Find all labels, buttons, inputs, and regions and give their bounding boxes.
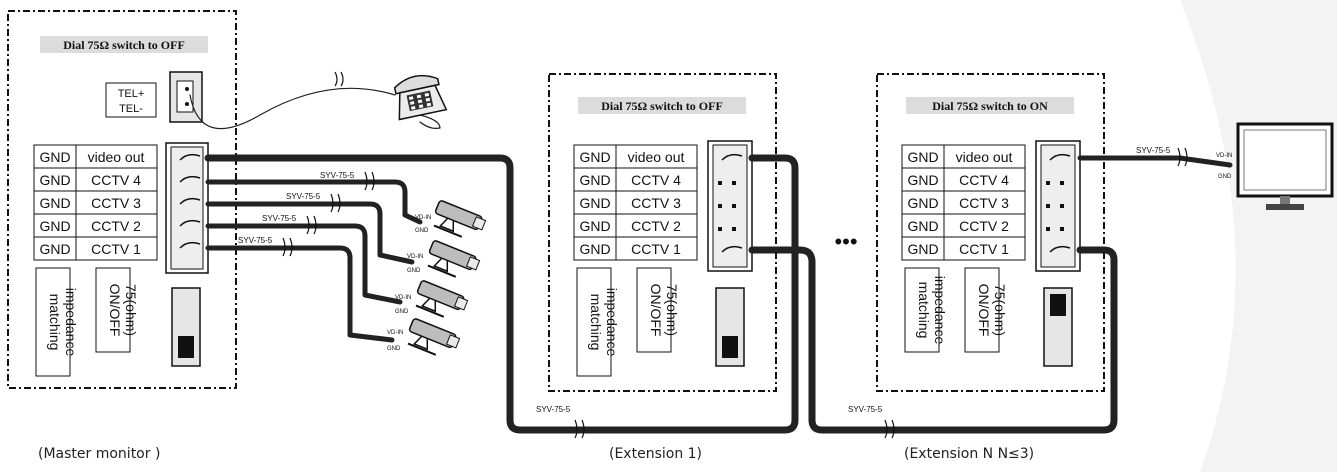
svg-text:VD-IN: VD-IN (395, 295, 411, 301)
port-cctv3-label: CCTV 3 (91, 195, 141, 211)
port-gnd-label: GND (39, 218, 70, 234)
port-cctv3-label: CCTV 3 (631, 195, 681, 211)
impedance-matching-label: impedancematching (47, 288, 79, 357)
port-gnd-label: GND (907, 195, 938, 211)
cables (189, 87, 1233, 434)
extension-1-caption: (Extension 1) (609, 446, 703, 462)
cable-ext1-to-extn (748, 246, 1118, 434)
cable-cctv4 (205, 179, 423, 225)
cable-label: SYV-75-5 (238, 236, 273, 245)
svg-text:VD-IN: VD-IN (407, 254, 423, 260)
port-cctv4-label: CCTV 4 (959, 172, 1009, 188)
cable-master-to-ext1 (204, 154, 799, 434)
telephone-wire (189, 87, 396, 130)
cable-label: SYV-75-5 (262, 214, 297, 223)
port-gnd-label: GND (907, 241, 938, 257)
port-cctv3-label: CCTV 3 (959, 195, 1009, 211)
port-cctv4-label: CCTV 4 (91, 172, 141, 188)
port-cctv1-label: CCTV 1 (959, 241, 1009, 257)
ellipsis-dots: ••• (834, 229, 857, 254)
ext1-switch-knob-off (722, 336, 738, 358)
cable-break-marks (282, 71, 1188, 439)
master-switch-note: Dial 75Ω switch to OFF (63, 38, 185, 52)
port-video-out-label: video out (628, 149, 685, 165)
cable-extn-to-tv (1077, 155, 1233, 168)
svg-text:GND: GND (415, 228, 429, 234)
ext1-port-table: GND video out GND CCTV 4 GND CCTV 3 GND … (573, 144, 698, 261)
svg-text:GND: GND (387, 346, 401, 352)
master-outline (7, 10, 237, 389)
camera-icon (429, 199, 488, 244)
camera-icon (423, 239, 482, 284)
camera-pin-labels: VD-IN GND VD-IN GND VD-IN GND VD-IN GND VD-I… (387, 153, 1232, 352)
tv-monitor-icon (1236, 122, 1334, 210)
extension-1: Dial 75Ω switch to OFF GND video out GND… (548, 73, 777, 392)
port-cctv2-label: CCTV 2 (631, 218, 681, 234)
svg-text:VD-IN: VD-IN (1216, 153, 1232, 159)
cable-label: SYV-75-5 (536, 405, 571, 414)
cable-label: SYV-75-5 (320, 171, 355, 180)
extn-switch-note: Dial 75Ω switch to ON (932, 99, 1048, 113)
svg-text:GND: GND (395, 309, 409, 315)
tel-plus-label: TEL+ (118, 88, 145, 100)
cable-cctv3 (205, 201, 415, 265)
port-gnd-label: GND (907, 149, 938, 165)
cable-cctv1 (205, 245, 395, 343)
extension-n: Dial 75Ω switch to ON GND video out GND … (876, 73, 1105, 392)
cable-label: SYV-75-5 (848, 405, 883, 414)
impedance-matching-label: impedancematching (588, 288, 620, 357)
telephone-icon (393, 74, 448, 121)
port-cctv1-label: CCTV 1 (631, 241, 681, 257)
switch-label: 75(ohm)ON/OFF (107, 284, 139, 337)
tel-label-box (105, 82, 157, 118)
port-gnd-label: GND (39, 149, 70, 165)
port-gnd-label: GND (39, 241, 70, 257)
tel-minus-label: TEL- (119, 103, 143, 115)
port-cctv1-label: CCTV 1 (91, 241, 141, 257)
port-gnd-label: GND (579, 172, 610, 188)
extension-n-caption: (Extension N N≤3) (904, 446, 1035, 462)
port-video-out-label: video out (956, 149, 1013, 165)
port-gnd-label: GND (907, 218, 938, 234)
camera-icon (403, 317, 462, 362)
port-gnd-label: GND (579, 241, 610, 257)
cable-label: SYV-75-5 (1136, 146, 1171, 155)
switch-label: 75(ohm)ON/OFF (976, 284, 1008, 337)
svg-text:VD-IN: VD-IN (415, 215, 431, 221)
svg-text:GND: GND (1218, 174, 1232, 180)
master-monitor: Dial 75Ω switch to OFF TEL+ TEL- GND vid… (7, 10, 237, 389)
extn-port-table: GND video out GND CCTV 4 GND CCTV 3 GND … (901, 144, 1026, 261)
cctv-cameras (403, 199, 488, 362)
cable-cctv2 (205, 223, 403, 305)
camera-icon (411, 279, 470, 324)
ext1-outline (548, 73, 777, 392)
connector-stubs (179, 153, 1071, 253)
master-monitor-caption: (Master monitor ) (38, 446, 161, 462)
port-gnd-label: GND (39, 172, 70, 188)
port-gnd-label: GND (579, 218, 610, 234)
svg-text:VD-IN: VD-IN (387, 330, 403, 336)
master-switch-note-bg (40, 36, 208, 53)
ext1-switch-note: Dial 75Ω switch to OFF (601, 99, 723, 113)
cable-label: SYV-75-5 (286, 192, 321, 201)
background-swoosh (1180, 0, 1337, 472)
extn-outline (876, 73, 1105, 392)
port-gnd-label: GND (907, 172, 938, 188)
cable-labels: SYV-75-5 SYV-75-5 SYV-75-5 SYV-75-5 SYV-… (238, 146, 1171, 414)
extn-switch-knob-on (1050, 294, 1066, 316)
port-cctv4-label: CCTV 4 (631, 172, 681, 188)
port-gnd-label: GND (579, 195, 610, 211)
port-video-out-label: video out (88, 149, 145, 165)
switch-label: 75(ohm)ON/OFF (648, 284, 680, 337)
port-cctv2-label: CCTV 2 (959, 218, 1009, 234)
port-cctv2-label: CCTV 2 (91, 218, 141, 234)
impedance-matching-label: impedancematching (916, 276, 948, 345)
master-port-table: GND video out GND CCTV 4 GND CCTV 3 GND … (33, 144, 158, 261)
master-switch-knob-off (178, 336, 194, 358)
svg-text:GND: GND (407, 268, 421, 274)
port-gnd-label: GND (39, 195, 70, 211)
port-gnd-label: GND (579, 149, 610, 165)
